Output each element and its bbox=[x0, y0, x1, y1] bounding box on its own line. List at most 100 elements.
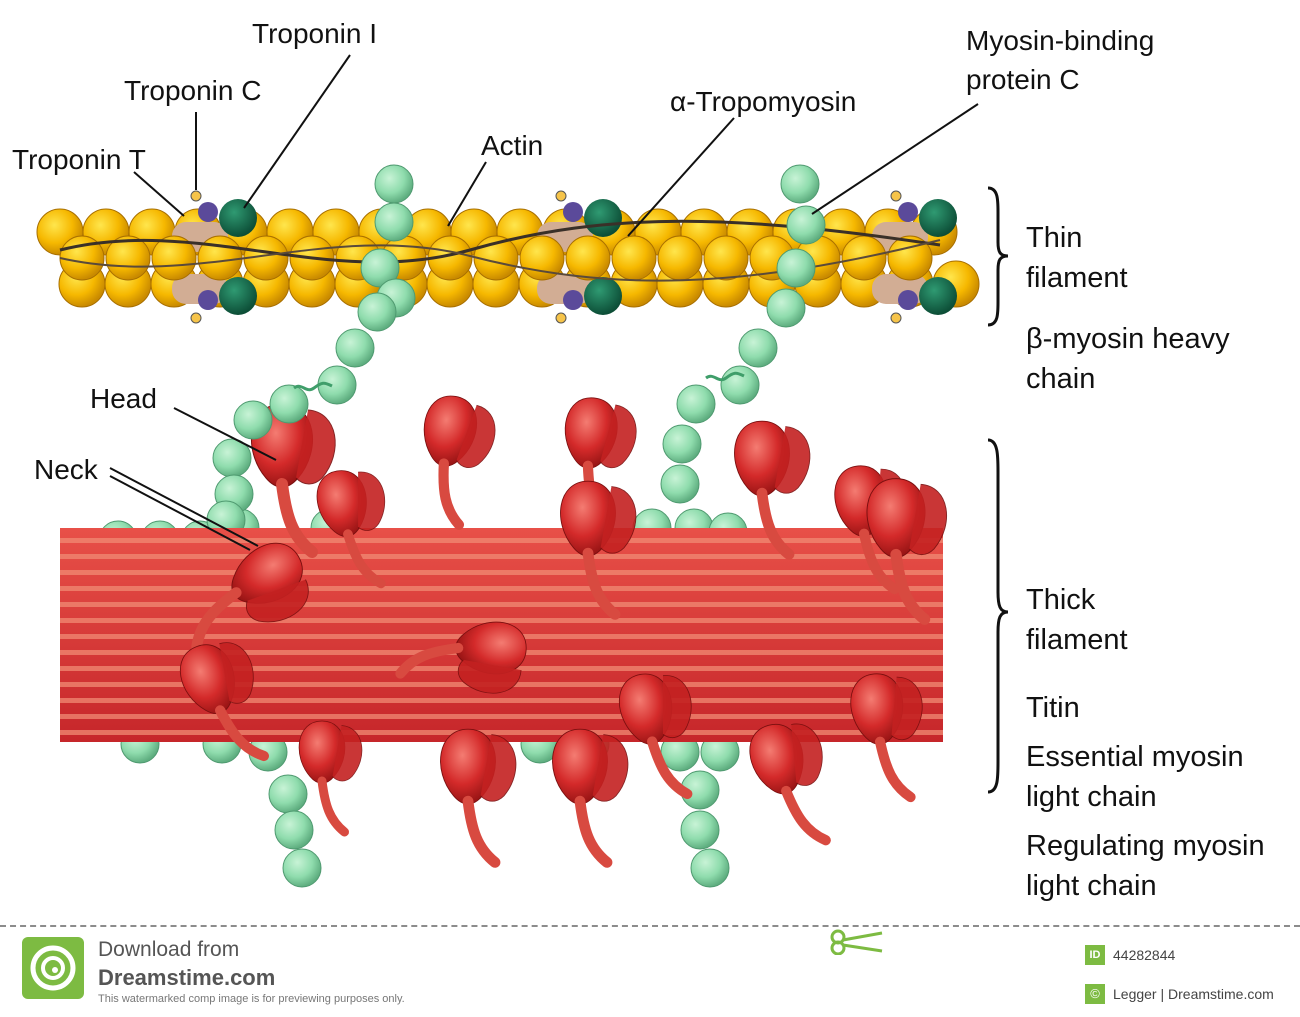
label-mybpc-line1: Myosin-binding bbox=[966, 27, 1154, 55]
actin-bead bbox=[198, 236, 242, 280]
side-label-line: chain bbox=[1026, 359, 1230, 399]
troponin-c-bead bbox=[584, 199, 622, 237]
side-label-line: Regulating myosin bbox=[1026, 826, 1265, 866]
label-head: Head bbox=[90, 385, 157, 413]
actin-bead bbox=[704, 236, 748, 280]
titin-bead bbox=[336, 329, 374, 367]
label-troponin-i: Troponin I bbox=[252, 20, 377, 48]
side-label-line: filament bbox=[1026, 258, 1128, 298]
side-label-line: Thin bbox=[1026, 218, 1128, 258]
side-label-line: β-myosin heavy bbox=[1026, 319, 1230, 359]
side-label-line: light chain bbox=[1026, 777, 1244, 817]
label-troponin-c: Troponin C bbox=[124, 77, 261, 105]
titin-bead bbox=[275, 811, 313, 849]
side-label-thin-filament: Thin filament bbox=[1026, 218, 1128, 298]
thick-filament-stripe bbox=[60, 554, 943, 559]
titin-bead bbox=[283, 849, 321, 887]
side-label-line: Thick bbox=[1026, 580, 1128, 620]
titin-bead bbox=[767, 289, 805, 327]
myosin-neck bbox=[434, 463, 469, 524]
titin-bead bbox=[269, 775, 307, 813]
troponin-i-bead bbox=[898, 290, 918, 310]
disclaimer-text: This watermarked comp image is for previ… bbox=[98, 993, 405, 1005]
troponin-c-bead bbox=[919, 199, 957, 237]
id-badge-icon: ID bbox=[1085, 945, 1105, 965]
thick-filament-stripe bbox=[60, 714, 943, 719]
actin-bead bbox=[612, 236, 656, 280]
troponin-i-bead bbox=[563, 202, 583, 222]
brace-thick-filament bbox=[988, 440, 1008, 792]
titin-bead bbox=[375, 203, 413, 241]
image-id-number: 44282844 bbox=[1113, 947, 1175, 963]
label-neck: Neck bbox=[34, 456, 98, 484]
brace-thin-filament bbox=[988, 188, 1008, 325]
titin-bead bbox=[375, 165, 413, 203]
troponin-small-bead bbox=[191, 191, 201, 201]
myosin-neck bbox=[322, 781, 345, 832]
titin-bead bbox=[358, 293, 396, 331]
side-label-line: Titin bbox=[1026, 688, 1080, 728]
myosin-head-pair bbox=[553, 729, 628, 862]
myosin-head-pair bbox=[408, 392, 500, 528]
titin-bead bbox=[234, 401, 272, 439]
troponin-c-bead bbox=[219, 277, 257, 315]
thick-filament-stripe bbox=[60, 538, 943, 543]
titin-bead bbox=[721, 366, 759, 404]
titin-bead bbox=[781, 165, 819, 203]
side-label-regulating: Regulating myosin light chain bbox=[1026, 826, 1265, 906]
side-label-line: filament bbox=[1026, 620, 1128, 660]
thick-filament-stripe bbox=[60, 586, 943, 591]
troponin-i-bead bbox=[198, 290, 218, 310]
myosin-head-pair bbox=[441, 729, 516, 862]
troponin-i-bead bbox=[563, 290, 583, 310]
titin-bead bbox=[677, 385, 715, 423]
titin-bead bbox=[739, 329, 777, 367]
myosin-neck bbox=[880, 739, 910, 799]
label-mybpc-line2: protein C bbox=[966, 66, 1080, 94]
label-actin: Actin bbox=[481, 132, 543, 160]
troponin-c-bead bbox=[584, 277, 622, 315]
titin-bead bbox=[691, 849, 729, 887]
titin-bead bbox=[318, 366, 356, 404]
troponin-c-bead bbox=[219, 199, 257, 237]
troponin-small-bead bbox=[891, 191, 901, 201]
titin-bead bbox=[681, 811, 719, 849]
titin-bead bbox=[661, 465, 699, 503]
side-label-essential: Essential myosin light chain bbox=[1026, 737, 1244, 817]
titin-bead bbox=[663, 425, 701, 463]
troponin-small-bead bbox=[556, 313, 566, 323]
titin-linkers bbox=[294, 373, 744, 390]
label-alpha-tropomyosin: α-Tropomyosin bbox=[670, 88, 856, 116]
titin-bead bbox=[777, 249, 815, 287]
myosin-neck bbox=[580, 801, 607, 862]
myosin-neck bbox=[786, 784, 826, 846]
side-label-thick-filament: Thick filament bbox=[1026, 580, 1128, 660]
troponin-i-bead bbox=[198, 202, 218, 222]
side-label-line: Essential myosin bbox=[1026, 737, 1244, 777]
watermark-footer: Download from Dreamstime.com This waterm… bbox=[0, 925, 1300, 1017]
actin-bead bbox=[658, 236, 702, 280]
scissors-icon bbox=[828, 929, 884, 955]
titin-bead bbox=[787, 206, 825, 244]
troponin-small-bead bbox=[556, 191, 566, 201]
myosin-neck bbox=[468, 801, 495, 862]
titin-bead bbox=[270, 385, 308, 423]
actin-bead bbox=[566, 236, 610, 280]
label-troponin-t: Troponin T bbox=[12, 146, 146, 174]
thick-filament-stripe bbox=[60, 570, 943, 575]
dreamstime-logo-icon bbox=[22, 937, 84, 999]
side-label-line: light chain bbox=[1026, 866, 1265, 906]
troponin-c-bead bbox=[919, 277, 957, 315]
image-credit: Legger | Dreamstime.com bbox=[1113, 986, 1274, 1002]
troponin-small-bead bbox=[891, 313, 901, 323]
troponin-i-bead bbox=[898, 202, 918, 222]
troponin-small-bead bbox=[191, 313, 201, 323]
side-label-beta-myosin: β-myosin heavy chain bbox=[1026, 319, 1230, 399]
copyright-badge-icon: © bbox=[1085, 984, 1105, 1004]
thick-filament-stripe bbox=[60, 602, 943, 607]
download-from-text: Download from bbox=[98, 938, 239, 962]
brand-text[interactable]: Dreamstime.com bbox=[98, 965, 275, 991]
side-label-titin: Titin bbox=[1026, 688, 1080, 728]
myosin-head-pair bbox=[299, 721, 362, 832]
